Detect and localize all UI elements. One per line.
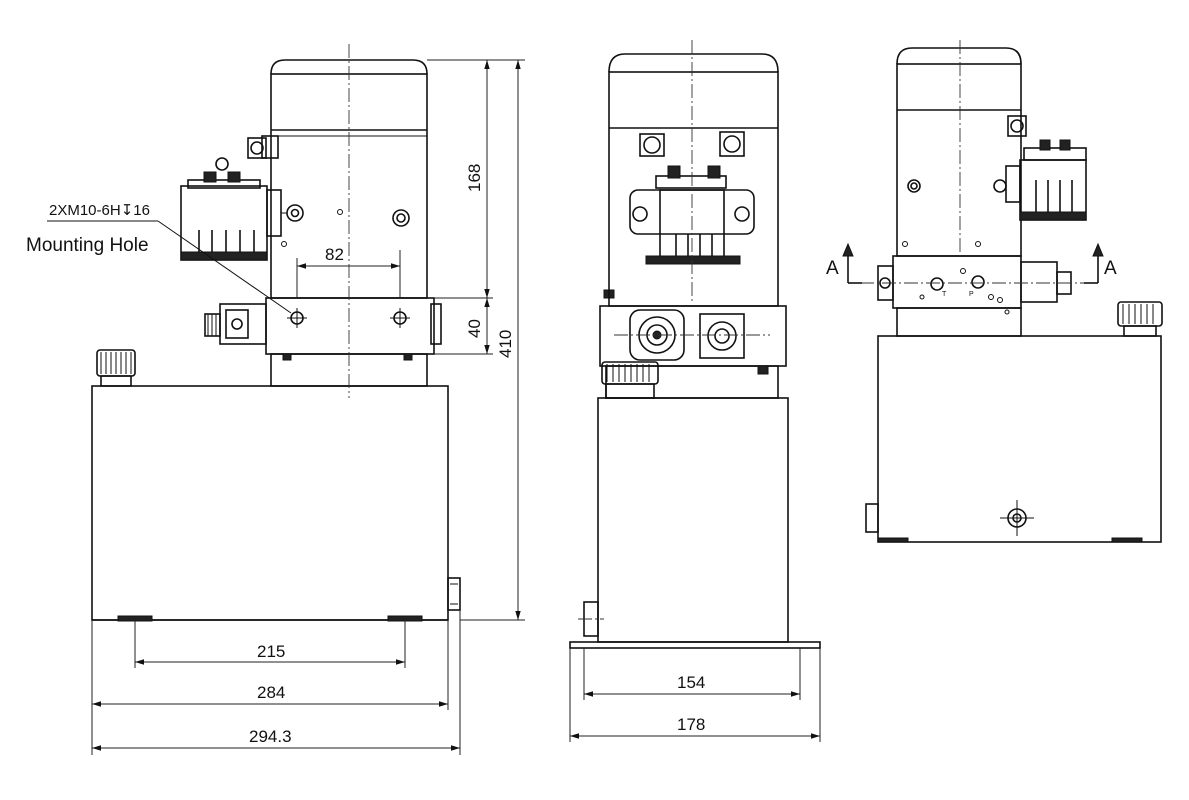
side-motor bbox=[608, 71, 779, 307]
solenoid-valve-front bbox=[204, 303, 267, 345]
dim-overall-width-side: 178 bbox=[677, 715, 705, 734]
mounting-hole-label: Mounting Hole bbox=[26, 235, 149, 256]
dim-motor-height: 168 bbox=[465, 164, 484, 192]
starter-solenoid-front bbox=[180, 135, 304, 261]
side-valve-block bbox=[599, 305, 787, 367]
side-tank bbox=[597, 397, 789, 643]
rear-tank bbox=[877, 335, 1162, 543]
dim-total-height: 410 bbox=[496, 330, 515, 358]
rear-motor bbox=[896, 63, 1022, 257]
filler-cap bbox=[96, 349, 136, 387]
port-t-label: T bbox=[942, 291, 947, 298]
dim-tank-width-front: 284 bbox=[257, 683, 285, 702]
dim-mount-spacing-front: 215 bbox=[257, 642, 285, 661]
mounting-hole-spec: 2XM10-6H↧16 bbox=[49, 202, 150, 219]
rear-valve-block bbox=[892, 255, 1022, 309]
dim-hole-spacing: 82 bbox=[325, 245, 344, 264]
rear-filler-cap bbox=[1117, 301, 1163, 337]
port-p-label: P bbox=[969, 291, 974, 298]
dim-overall-width-front: 294.3 bbox=[249, 727, 292, 746]
section-label-right: A bbox=[1104, 258, 1117, 279]
side-base-plate bbox=[569, 641, 821, 649]
dim-mount-spacing-side: 154 bbox=[677, 673, 705, 692]
section-label-left: A bbox=[826, 258, 839, 279]
dim-valve-block-height: 40 bbox=[465, 319, 484, 338]
side-view: 154 178 bbox=[569, 40, 821, 742]
front-valve-block bbox=[265, 297, 435, 355]
starter-solenoid-rear bbox=[993, 115, 1087, 221]
front-view: 2XM10-6H↧16 Mounting Hole 82 168 40 410 … bbox=[26, 44, 525, 755]
rear-view: T P A A bbox=[826, 40, 1163, 543]
front-tank bbox=[91, 385, 449, 621]
side-filler-cap bbox=[601, 361, 659, 399]
